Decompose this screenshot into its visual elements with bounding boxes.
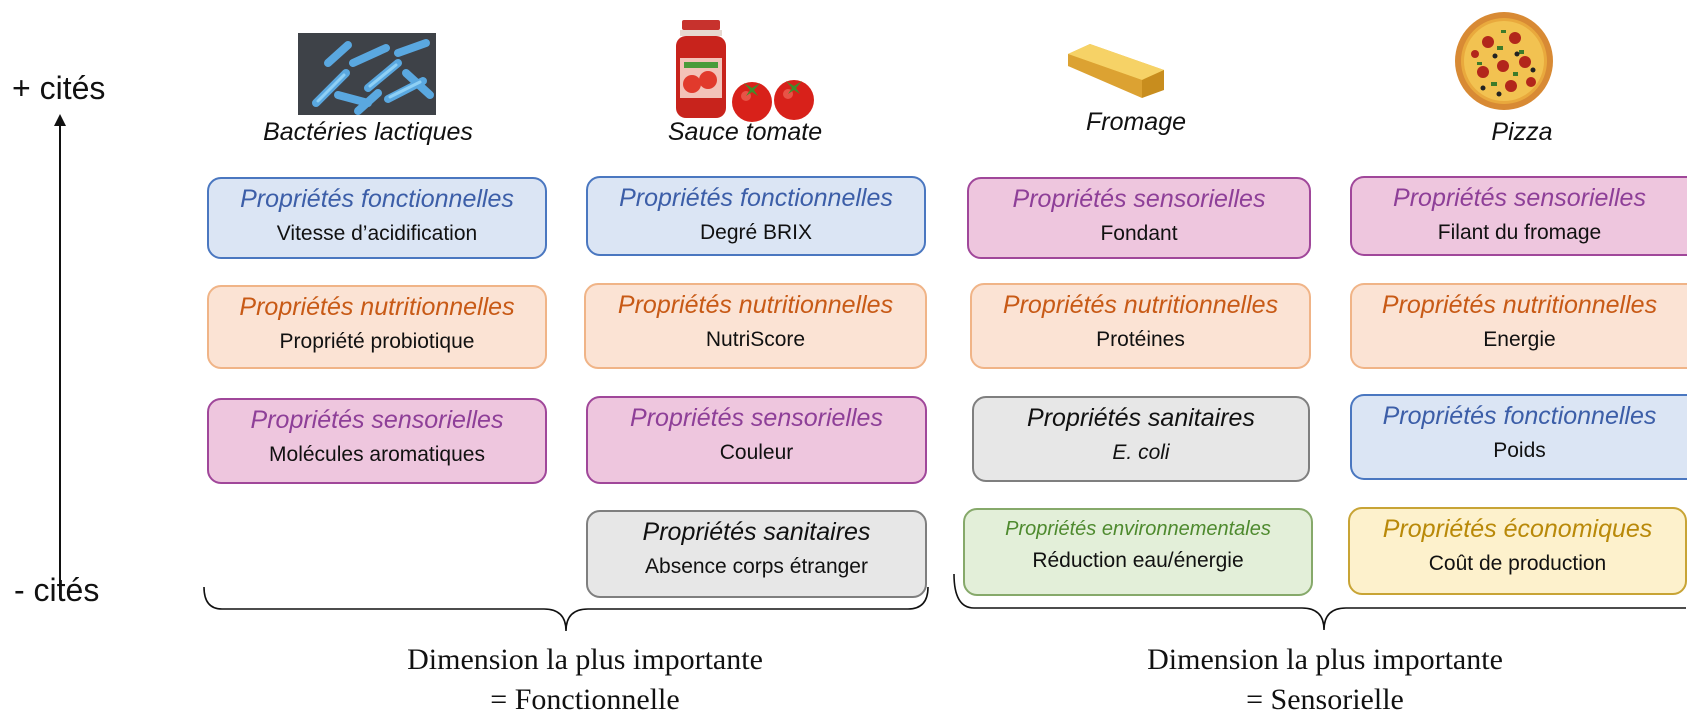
card-category: Propriétés nutritionnelles <box>239 293 515 321</box>
card-tomato-sanitaires: Propriétés sanitaires Absence corps étra… <box>586 510 927 598</box>
card-tomato-sensorielles: Propriétés sensorielles Couleur <box>586 396 927 484</box>
card-item: Absence corps étranger <box>645 555 868 578</box>
summary-right-line2: = Sensorielle <box>1246 683 1404 716</box>
bracket-left <box>203 586 929 632</box>
card-item: NutriScore <box>705 328 806 351</box>
card-category: Propriétés nutritionnelles <box>1381 291 1658 319</box>
card-category: Propriétés sensorielles <box>1393 184 1646 212</box>
card-category: Propriétés fonctionnelles <box>240 185 514 213</box>
card-bacteria-sensorielles: Propriétés sensorielles Molécules aromat… <box>207 398 547 484</box>
product-name-pizza: Pizza <box>1491 118 1553 146</box>
card-cheese-environnementales: Propriétés environnementales Réduction e… <box>963 508 1313 596</box>
bacteria-image <box>298 33 436 115</box>
card-category: Propriétés sanitaires <box>642 518 871 546</box>
card-bacteria-nutritionnelles: Propriétés nutritionnelles Propriété pro… <box>207 285 547 369</box>
card-bacteria-fonctionnelles: Propriétés fonctionnelles Vitesse d’acid… <box>207 177 547 259</box>
product-name-tomato-sauce: Sauce tomate <box>667 118 823 146</box>
card-item: Réduction eau/énergie <box>1032 549 1244 572</box>
pizza-image <box>1455 12 1553 110</box>
cheese-image <box>1068 44 1164 98</box>
card-category: Propriétés environnementales <box>1005 518 1271 540</box>
card-item: E. coli <box>1112 441 1170 464</box>
card-item: Vitesse d’acidification <box>276 222 478 245</box>
summary-right: Dimension la plus importante = Sensoriel… <box>1025 640 1625 720</box>
card-category: Propriétés sensorielles <box>630 404 883 432</box>
card-category: Propriétés fonctionnelles <box>619 184 893 212</box>
card-item: Filant du fromage <box>1437 221 1602 244</box>
card-category: Propriétés sensorielles <box>250 406 504 434</box>
card-cheese-sensorielles: Propriétés sensorielles Fondant <box>967 177 1311 259</box>
card-tomato-nutritionnelles: Propriétés nutritionnelles NutriScore <box>584 283 927 369</box>
summary-left-line2: = Fonctionnelle <box>490 683 680 716</box>
bracket-right <box>953 573 1686 631</box>
summary-left-line1: Dimension la plus importante <box>407 643 763 676</box>
tomato-sauce-image <box>676 20 814 122</box>
card-cheese-sanitaires: Propriétés sanitaires E. coli <box>972 396 1310 482</box>
card-pizza-nutritionnelles: Propriétés nutritionnelles Energie <box>1350 283 1687 369</box>
summary-right-line1: Dimension la plus importante <box>1147 643 1503 676</box>
card-category: Propriétés sensorielles <box>1012 185 1266 213</box>
card-pizza-fonctionnelles: Propriétés fonctionnelles Poids <box>1350 394 1687 480</box>
card-tomato-fonctionnelles: Propriétés fonctionnelles Degré BRIX <box>586 176 926 256</box>
card-item: Protéines <box>1096 328 1185 351</box>
card-item: Couleur <box>719 441 794 464</box>
card-pizza-sensorielles: Propriétés sensorielles Filant du fromag… <box>1350 176 1687 256</box>
summary-left: Dimension la plus importante = Fonctionn… <box>285 640 885 720</box>
card-cheese-nutritionnelles: Propriétés nutritionnelles Protéines <box>970 283 1311 369</box>
product-name-bacteria: Bactéries lactiques <box>263 118 473 146</box>
product-name-cheese: Fromage <box>1085 108 1187 136</box>
axis-arrow <box>54 114 66 597</box>
card-category: Propriétés nutritionnelles <box>1002 291 1279 319</box>
card-category: Propriétés fonctionnelles <box>1382 402 1657 430</box>
card-item: Degré BRIX <box>699 221 813 244</box>
card-item: Coût de production <box>1428 552 1607 575</box>
card-item: Fondant <box>1100 222 1178 245</box>
card-item: Propriété probiotique <box>279 330 475 353</box>
card-category: Propriétés économiques <box>1382 515 1653 543</box>
card-category: Propriétés nutritionnelles <box>617 291 894 319</box>
card-item: Molécules aromatiques <box>269 443 485 466</box>
axis-top-label: + cités <box>12 70 106 106</box>
card-item: Energie <box>1483 328 1556 351</box>
card-item: Poids <box>1493 439 1546 462</box>
axis-bottom-label: - cités <box>14 572 100 608</box>
card-category: Propriétés sanitaires <box>1027 404 1255 432</box>
card-pizza-economiques: Propriétés économiques Coût de productio… <box>1348 507 1687 595</box>
